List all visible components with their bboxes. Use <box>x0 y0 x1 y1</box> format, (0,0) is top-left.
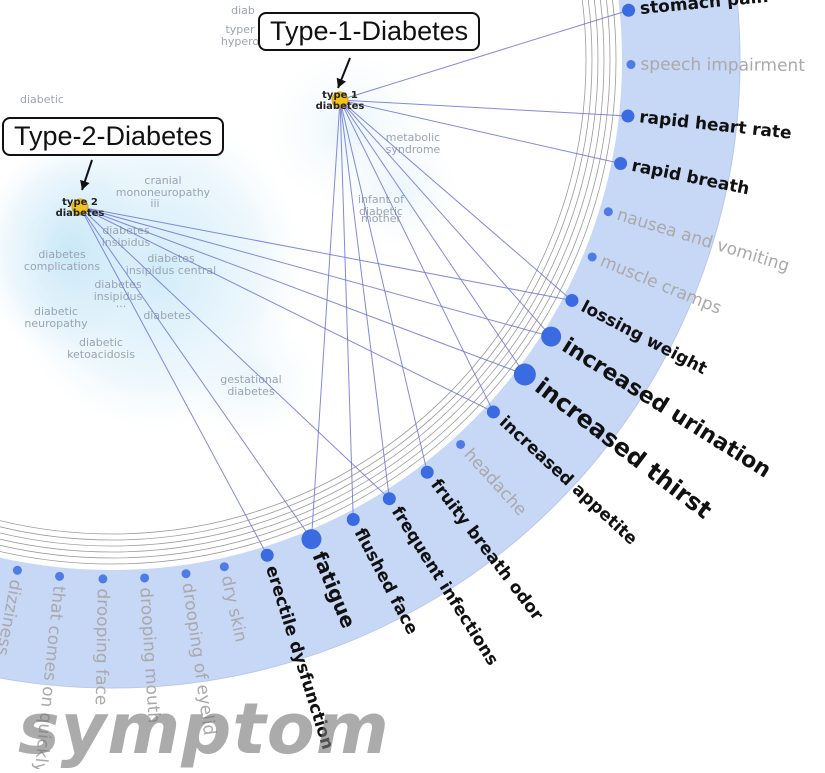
symptom-node-dry-skin[interactable] <box>219 562 229 572</box>
edge-type2-increased-thirst <box>79 206 526 375</box>
symptom-node-frequent-infections[interactable] <box>382 492 396 506</box>
inner-ring <box>0 0 593 541</box>
callout-arrow-head <box>80 179 90 190</box>
symptom-node-erectile-dysfunction[interactable] <box>260 548 274 562</box>
category-label-symptom: symptom <box>18 688 390 770</box>
symptom-band <box>0 0 740 688</box>
type-1-diabetes-callout: Type-1-Diabetes <box>258 12 481 51</box>
edge-type1-fruity-breath-odor <box>339 99 428 473</box>
background-disease-label: diabetes <box>143 309 191 322</box>
symptom-node-fruity-breath-odor[interactable] <box>420 465 434 479</box>
background-disease-label: ... <box>116 297 127 310</box>
symptom-node-rapid-breath[interactable] <box>614 156 628 170</box>
symptom-node-flushed-face[interactable] <box>346 513 360 527</box>
symptom-node-fatigue[interactable] <box>301 529 322 550</box>
edge-type1-increased-urination <box>339 99 552 337</box>
symptom-node-increased-appetite[interactable] <box>486 405 500 419</box>
background-disease-label: mother <box>361 212 401 225</box>
band-outer-edge <box>0 0 741 689</box>
inner-ring <box>0 0 611 559</box>
edge-type1-increased-appetite <box>339 99 494 413</box>
inner-ring <box>0 0 605 553</box>
symptom-node-increased-thirst[interactable] <box>513 363 536 386</box>
symptom-node-dizziness[interactable] <box>12 565 22 575</box>
symptom-node-that-comes-on-quickly[interactable] <box>55 571 65 581</box>
symptom-node-lossing-weight[interactable] <box>565 293 579 307</box>
edge-type1-flushed-face <box>339 99 354 520</box>
symptom-node-stomach-pain[interactable] <box>622 3 636 17</box>
symptom-node-increased-urination[interactable] <box>541 326 562 347</box>
density-halo <box>0 140 160 360</box>
symptom-node-drooping-mouth[interactable] <box>140 573 150 583</box>
density-halo <box>180 320 320 440</box>
edge-type1-frequent-infections <box>339 99 390 499</box>
symptom-label[interactable]: drooping face <box>91 588 113 705</box>
symptom-node-drooping-of-eyelid[interactable] <box>181 569 191 579</box>
edge-type2-increased-urination <box>79 206 552 338</box>
edge-type1-stomach-pain <box>339 9 629 101</box>
symptom-node-nausea-and-vomiting[interactable] <box>603 207 613 217</box>
edge-type1-increased-thirst <box>339 99 526 375</box>
background-disease-label: diabetic <box>20 93 64 106</box>
edge-type1-rapid-heart-rate <box>339 99 628 117</box>
edge-type1-fatigue <box>310 99 341 540</box>
density-halos <box>0 50 460 440</box>
edges <box>79 9 629 556</box>
edge-type2-frequent-infections <box>79 206 390 500</box>
callout-arrow-head <box>336 77 346 88</box>
symptom-label[interactable]: speech impairment <box>640 55 805 76</box>
edge-type1-lossing-weight <box>339 99 573 301</box>
callout-arrows <box>80 57 351 191</box>
inner-ring <box>0 0 617 565</box>
edge-type2-erectile-dysfunction <box>79 206 268 556</box>
symptom-node-drooping-face[interactable] <box>98 574 108 584</box>
edge-type2-increased-appetite <box>79 206 494 413</box>
inner-ring <box>0 0 599 547</box>
disease-node-type2[interactable] <box>71 198 89 216</box>
disease-node-type1[interactable] <box>331 91 349 109</box>
inner-ring <box>0 0 587 535</box>
symptom-node-headache[interactable] <box>456 439 466 449</box>
symptom-node-rapid-heart-rate[interactable] <box>621 109 635 123</box>
symptom-node-muscle-cramps[interactable] <box>587 252 597 262</box>
edge-type1-rapid-breath <box>339 99 621 164</box>
symptom-node-speech-impairment[interactable] <box>626 60 636 70</box>
background-disease-label: diab <box>231 4 255 17</box>
edge-type2-fatigue <box>79 206 312 540</box>
background-disease-label: iii <box>150 197 159 210</box>
type-2-diabetes-callout: Type-2-Diabetes <box>2 117 225 156</box>
symptom-ring <box>0 0 741 689</box>
edge-type2-lossing-weight <box>79 206 573 301</box>
